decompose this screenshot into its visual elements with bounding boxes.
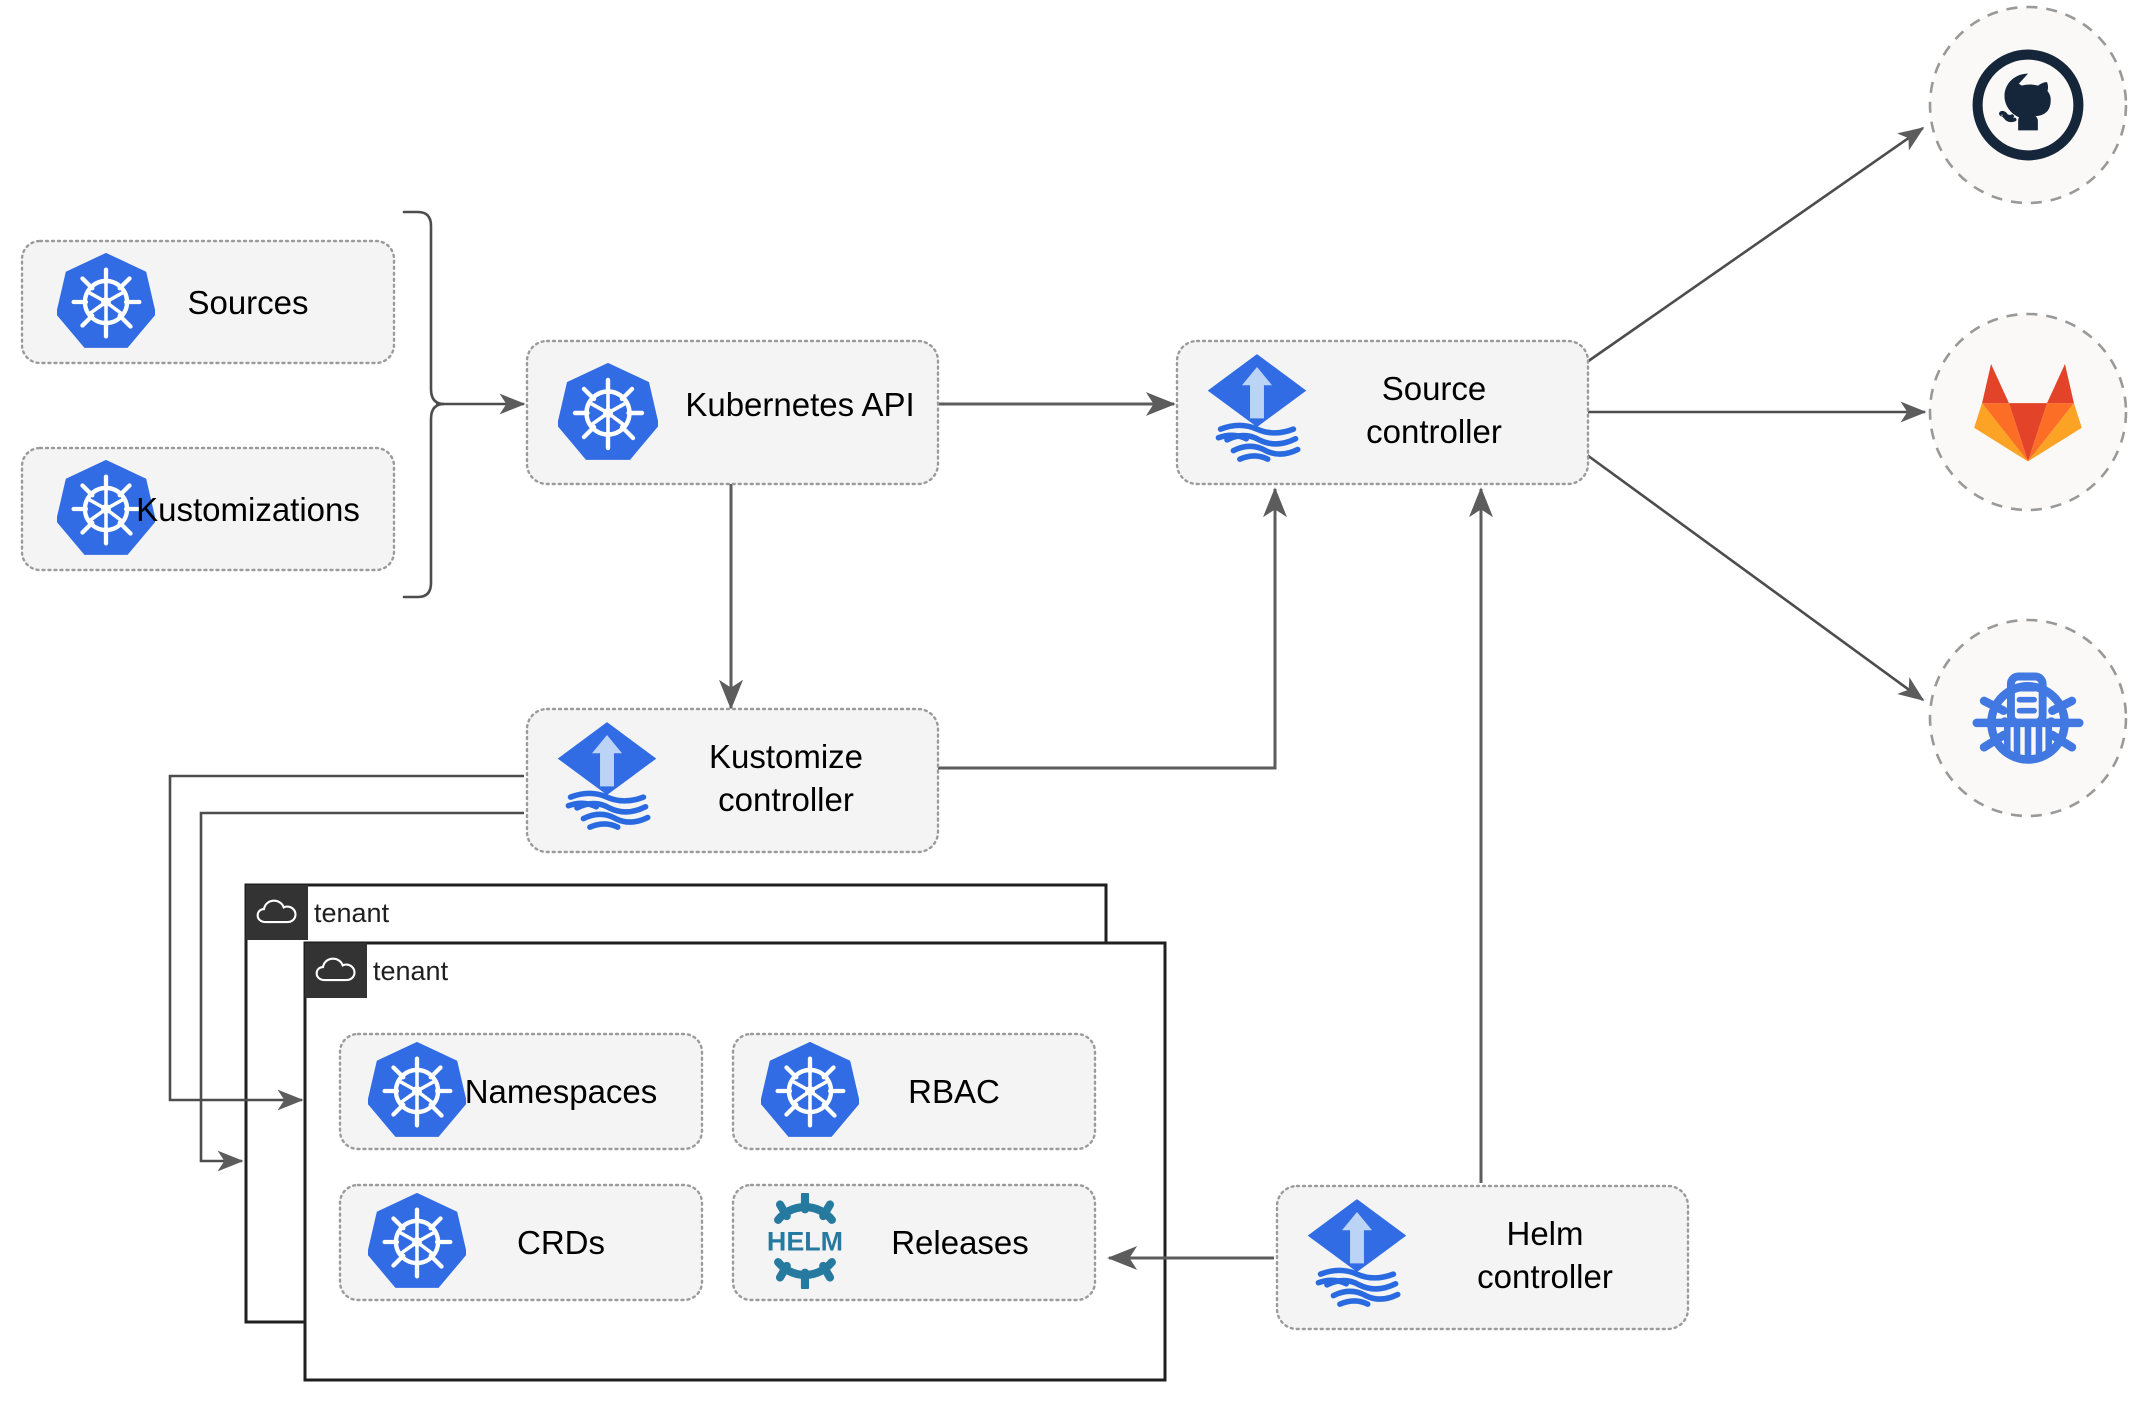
- edge-source-github: [1586, 126, 1925, 364]
- node-kustomize-controller[interactable]: Kustomize controller: [525, 707, 940, 854]
- tenant-inner-label: tenant: [373, 956, 449, 986]
- node-helm-controller[interactable]: Helm controller: [1275, 1184, 1690, 1331]
- node-chartmuseum[interactable]: [1928, 618, 2128, 818]
- node-kubernetes-api[interactable]: Kubernetes API: [525, 339, 940, 486]
- rbac-label: RBAC: [908, 1073, 1000, 1110]
- kustomizations-label: Kustomizations: [136, 491, 360, 528]
- node-namespaces[interactable]: Namespaces: [338, 1032, 704, 1151]
- releases-label: Releases: [891, 1224, 1029, 1261]
- kustomize-controller-line1: Kustomize: [709, 738, 863, 775]
- edge-source-chartmuseum: [1586, 453, 1925, 702]
- node-gitlab[interactable]: [1928, 312, 2128, 512]
- node-sources[interactable]: Sources: [20, 239, 396, 365]
- helm-controller-line2: controller: [1477, 1258, 1613, 1295]
- node-github[interactable]: [1928, 5, 2128, 205]
- node-releases[interactable]: Releases: [731, 1183, 1097, 1302]
- source-controller-line1: Source: [1382, 370, 1487, 407]
- tenant-inner: tenant: [303, 941, 1167, 1382]
- crds-label: CRDs: [517, 1224, 605, 1261]
- node-source-controller[interactable]: Source controller: [1175, 339, 1590, 486]
- edge-kustomize-tenant-outer: [168, 774, 524, 1111]
- edge-kustomize-source: [938, 487, 1287, 770]
- edge-resources-brace: [402, 210, 526, 599]
- tenant-outer-label: tenant: [314, 898, 390, 928]
- node-kustomizations[interactable]: Kustomizations: [20, 446, 396, 572]
- node-crds[interactable]: CRDs: [338, 1183, 704, 1302]
- kubernetes-api-label: Kubernetes API: [685, 386, 914, 423]
- sources-label: Sources: [187, 284, 308, 321]
- edge-kustomize-tenant-inner: [199, 811, 524, 1172]
- node-rbac[interactable]: RBAC: [731, 1032, 1097, 1151]
- helm-controller-line1: Helm: [1506, 1215, 1583, 1252]
- helm-icon: [767, 1195, 843, 1287]
- source-controller-line2: controller: [1366, 413, 1502, 450]
- kustomize-controller-line2: controller: [718, 781, 854, 818]
- namespaces-label: Namespaces: [465, 1073, 658, 1110]
